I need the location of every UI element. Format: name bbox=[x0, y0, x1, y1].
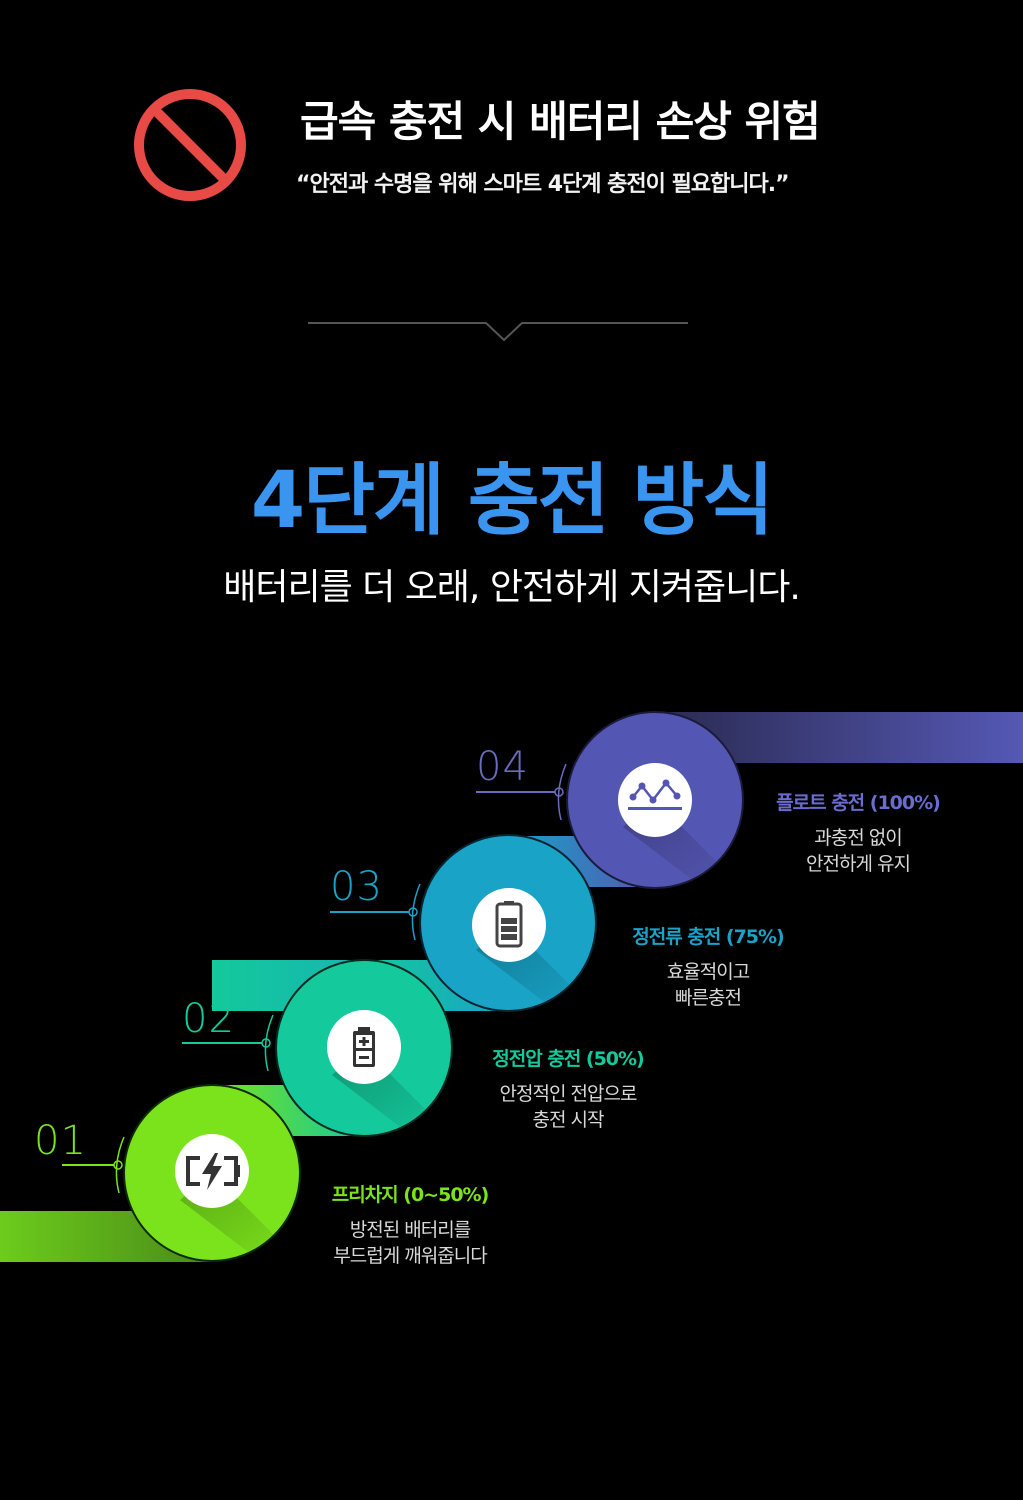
step-2-title: 정전압 충전 (50%) bbox=[492, 1048, 644, 1070]
step-2-node bbox=[182, 959, 453, 1137]
step-1-node bbox=[62, 1084, 301, 1262]
step-2-desc-line2: 충전 시작 bbox=[532, 1109, 605, 1131]
step-3-desc-line1: 효율적이고 bbox=[666, 961, 750, 983]
step-2-number: 02 bbox=[182, 996, 235, 1042]
step-4-node bbox=[476, 711, 744, 889]
step-1-title: 프리차지 (0~50%) bbox=[331, 1184, 490, 1206]
prohibited-icon bbox=[134, 89, 246, 201]
step-4-title: 플로트 충전 (100%) bbox=[776, 792, 941, 814]
float-wave-icon bbox=[628, 779, 682, 810]
section-title: 4단계 충전 방식 bbox=[250, 456, 774, 546]
step-1-number: 01 bbox=[34, 1118, 87, 1164]
battery-charging-bolt-icon bbox=[186, 1156, 240, 1186]
step-4-desc-line2: 안전하게 유지 bbox=[806, 853, 911, 875]
step-3-node bbox=[330, 834, 597, 1012]
step-3-title: 정전류 충전 (75%) bbox=[632, 926, 784, 948]
step-2-desc-line1: 안정적인 전압으로 bbox=[499, 1083, 638, 1105]
step-2-text: 정전압 충전 (50%) 안정적인 전압으로 충전 시작 bbox=[458, 1044, 678, 1133]
step-1-desc-line2: 부드럽게 깨워줍니다 bbox=[333, 1245, 487, 1267]
step-4-text: 플로트 충전 (100%) 과충전 없이 안전하게 유지 bbox=[748, 788, 968, 877]
warning-subtitle: “안전과 수명을 위해 스마트 4단계 충전이 필요합니다.” bbox=[296, 172, 790, 197]
step-3-desc-line2: 빠른충전 bbox=[675, 987, 742, 1009]
charging-steps-graphic bbox=[0, 711, 1023, 1262]
battery-plus-minus-icon bbox=[353, 1027, 375, 1067]
step-4-number: 04 bbox=[476, 744, 529, 790]
step-3-number: 03 bbox=[330, 864, 383, 910]
section-subtitle: 배터리를 더 오래, 안전하게 지켜줍니다. bbox=[223, 567, 801, 608]
chevron-divider bbox=[308, 322, 688, 342]
step-1-desc-line1: 방전된 배터리를 bbox=[349, 1219, 471, 1241]
warning-title: 급속 충전 시 배터리 손상 위험 bbox=[300, 97, 821, 146]
step-1-text: 프리차지 (0~50%) 방전된 배터리를 부드럽게 깨워줍니다 bbox=[300, 1180, 520, 1269]
step-3-text: 정전류 충전 (75%) 효율적이고 빠른충전 bbox=[598, 922, 818, 1011]
step-4-desc-line1: 과충전 없이 bbox=[814, 827, 902, 849]
battery-level-icon bbox=[495, 901, 523, 948]
